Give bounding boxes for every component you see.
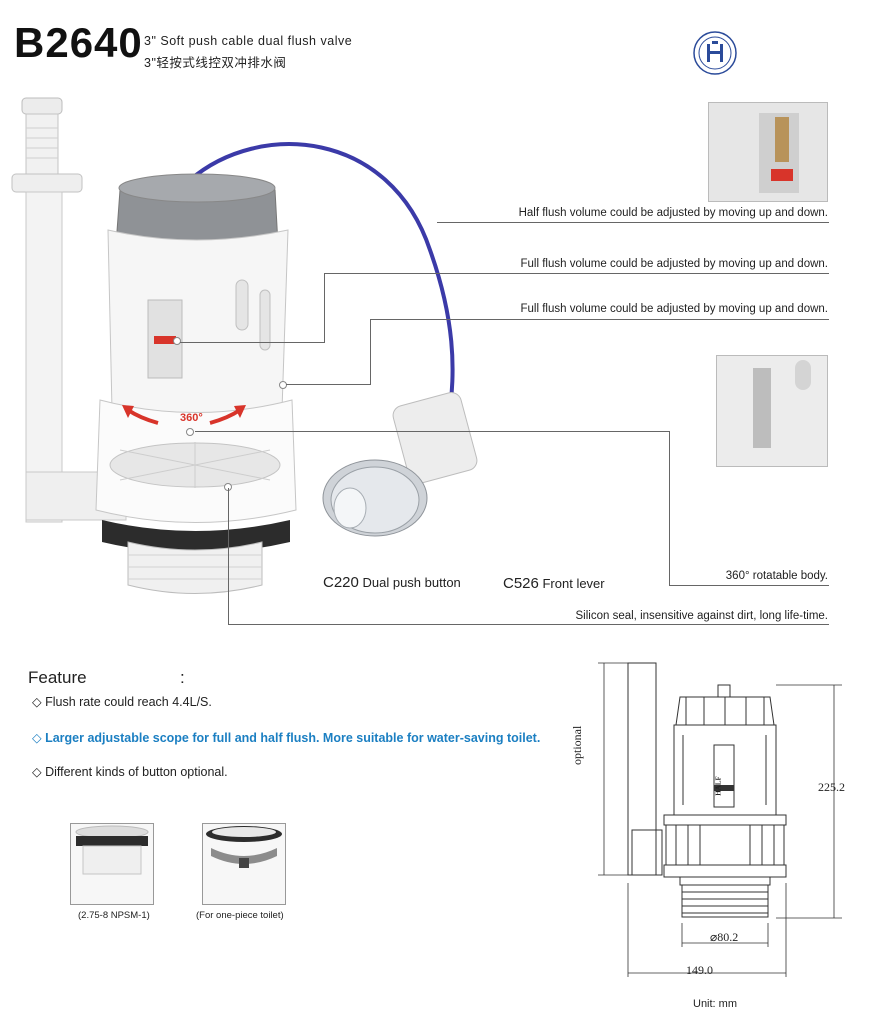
c526-code: C526: [503, 575, 539, 592]
dim-height: 225.2: [818, 780, 845, 794]
unit-label: Unit: mm: [693, 998, 737, 1010]
c526-name: Front lever: [542, 576, 605, 591]
dim-width: 149.0: [686, 963, 713, 977]
option-caption-npsm: (2.75-8 NPSM-1): [78, 910, 150, 921]
half-flush-detail-photo: [708, 102, 828, 202]
option-caption-one-piece: (For one-piece toilet): [196, 910, 284, 921]
full-flush-detail-photo: [716, 355, 828, 467]
callout-full-flush: Full flush volume could be adjusted by m…: [520, 258, 829, 270]
callout-full-flush-2: Full flush volume could be adjusted by m…: [520, 303, 829, 315]
technical-drawing: [598, 662, 842, 977]
feature-title: Feature: [28, 668, 87, 687]
option-thumb-one-piece: [202, 823, 286, 905]
company-logo-icon: [693, 31, 737, 75]
c220-caption: C220 Dual push button: [323, 574, 461, 591]
feature-item-adjustable: ◇ Larger adjustable scope for full and h…: [32, 731, 541, 745]
callout-half-flush: Half flush volume could be adjusted by m…: [518, 207, 828, 219]
rotation-label: 360°: [180, 412, 203, 424]
option-thumb-npsm: [70, 823, 154, 905]
subtitle-chinese: 3"轻按式线控双冲排水阀: [144, 56, 287, 70]
c526-caption: C526 Front lever: [503, 575, 605, 592]
feature-item-flush-rate: ◇ Flush rate could reach 4.4L/S.: [32, 695, 212, 709]
model-number: B2640: [14, 19, 143, 66]
dim-base-diameter: ⌀80.2: [710, 930, 739, 944]
callout-rotatable: 360° rotatable body.: [725, 570, 828, 582]
callout-silicon-seal: Silicon seal, insensitive against dirt, …: [575, 610, 828, 622]
feature-colon: :: [180, 668, 185, 687]
valve-illustration: [11, 97, 478, 594]
subtitle-english: 3" Soft push cable dual flush valve: [144, 34, 353, 48]
dim-half-mark: HALF: [714, 776, 723, 796]
c220-name: Dual push button: [362, 575, 461, 590]
c220-code: C220: [323, 574, 359, 591]
dim-optional: optional: [570, 725, 584, 765]
feature-item-buttons: ◇ Different kinds of button optional.: [32, 765, 228, 779]
